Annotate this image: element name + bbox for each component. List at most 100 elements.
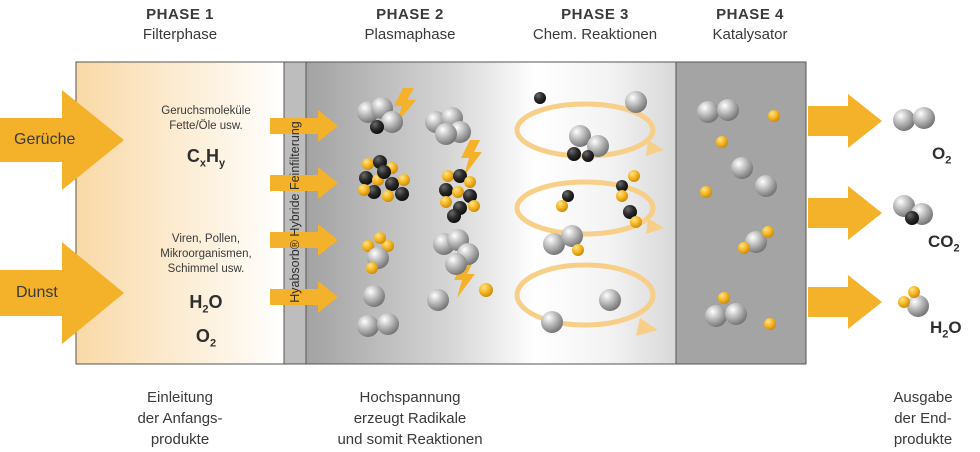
atom xyxy=(582,150,594,162)
caption-output-line-2: der End- xyxy=(894,410,952,427)
atom xyxy=(705,305,727,327)
bio-text-line-2: Mikroorganismen, xyxy=(160,248,252,260)
atom xyxy=(725,303,747,325)
atom xyxy=(543,233,565,255)
atom xyxy=(382,240,394,252)
o2-formula: O2 xyxy=(195,326,217,350)
atom xyxy=(427,289,449,311)
atom xyxy=(697,101,719,123)
caption-output-line-3: produkte xyxy=(893,431,953,448)
atom xyxy=(907,295,929,317)
swirl-arrowheads xyxy=(636,140,664,336)
filter-label: Hyabsorb® Hybride Feinfilterung xyxy=(288,121,302,303)
odor-text-line-2: Fette/Öle usw. xyxy=(169,120,243,132)
phase-3-subtitle: Chem. Reaktionen xyxy=(532,26,658,43)
phase-2-subtitle: Plasmaphase xyxy=(364,26,456,43)
haze-input-arrow xyxy=(0,242,124,344)
phase-1-chamber xyxy=(76,62,284,364)
caption-plasma-line-3: und somit Reaktionen xyxy=(337,431,483,448)
output-arrow-co2 xyxy=(808,186,882,240)
atom xyxy=(357,315,379,337)
caption-plasma: Hochspannung erzeugt Radikale und somit … xyxy=(310,387,510,450)
atom xyxy=(616,190,628,202)
flow-arrow xyxy=(270,224,338,256)
atom xyxy=(453,169,467,183)
atom xyxy=(623,205,637,219)
atom xyxy=(468,200,480,212)
cxhy-formula: CxHy xyxy=(186,146,226,170)
caption-output: Ausgabe der End- produkte xyxy=(870,387,976,450)
odors-label: Gerüche xyxy=(14,131,76,148)
atom xyxy=(398,174,410,186)
output-o2: O2 xyxy=(932,144,952,167)
atom xyxy=(435,123,457,145)
atom xyxy=(377,165,391,179)
caption-input-line-1: Einleitung xyxy=(147,389,213,406)
atom xyxy=(625,91,647,113)
output-arrow-h2o xyxy=(808,275,882,329)
atom xyxy=(479,283,493,297)
atom xyxy=(464,176,476,188)
atom xyxy=(700,186,712,198)
phase-4-title: PHASE 4 xyxy=(716,6,784,23)
atom xyxy=(358,184,370,196)
odor-text-line-1: Geruchsmoleküle xyxy=(161,105,251,117)
flow-arrow xyxy=(270,110,338,142)
atom xyxy=(367,185,381,199)
chamber-border xyxy=(75,61,807,365)
h2o-formula: H2O xyxy=(189,292,223,316)
atom xyxy=(762,226,774,238)
atom xyxy=(362,158,374,170)
atom xyxy=(764,318,776,330)
atom xyxy=(363,285,385,307)
haze-label: Dunst xyxy=(16,284,58,301)
phase-2-heading: PHASE 2 Plasmaphase xyxy=(330,6,490,43)
atom xyxy=(377,313,399,335)
output-h2o: H2O xyxy=(930,318,962,341)
caption-input-line-2: der Anfangs- xyxy=(137,410,223,427)
atom xyxy=(908,286,920,298)
output-co2: CO2 xyxy=(928,232,960,255)
atom xyxy=(366,262,378,274)
atom xyxy=(359,171,373,185)
atom xyxy=(541,311,563,333)
atom xyxy=(768,110,780,122)
atom xyxy=(385,177,399,191)
atom xyxy=(534,92,546,104)
bio-text: Viren, Pollen, Mikroorganismen, Schimmel… xyxy=(132,232,280,277)
phase-4-subtitle: Katalysator xyxy=(712,26,788,43)
atom xyxy=(755,175,777,197)
caption-input: Einleitung der Anfangs- produkte xyxy=(100,387,260,450)
atom xyxy=(439,183,453,197)
atom xyxy=(370,120,384,134)
atom xyxy=(572,244,584,256)
atom xyxy=(381,111,403,133)
atom xyxy=(445,253,467,275)
atom xyxy=(718,292,730,304)
atom xyxy=(447,209,461,223)
atom xyxy=(731,157,753,179)
flow-arrow xyxy=(270,281,338,313)
flow-arrow xyxy=(270,167,338,199)
phase-3-title: PHASE 3 xyxy=(561,6,629,23)
atom xyxy=(463,189,477,203)
filter-strip xyxy=(284,62,306,364)
atom xyxy=(362,240,374,252)
atom xyxy=(442,170,454,182)
bio-text-line-3: Schimmel usw. xyxy=(167,263,245,275)
atom xyxy=(599,289,621,311)
atom xyxy=(630,216,642,228)
atom xyxy=(616,180,628,192)
phase-1-heading: PHASE 1 Filterphase xyxy=(100,6,260,43)
atom xyxy=(717,99,739,121)
atom xyxy=(913,107,935,129)
atom xyxy=(898,296,910,308)
atom xyxy=(374,232,386,244)
phase-4-heading: PHASE 4 Katalysator xyxy=(670,6,830,43)
bio-text-line-1: Viren, Pollen, xyxy=(171,233,241,245)
phase-3-heading: PHASE 3 Chem. Reaktionen xyxy=(500,6,690,43)
phase-1-title: PHASE 1 xyxy=(146,6,214,23)
odor-molecules-text: Geruchsmoleküle Fette/Öle usw. xyxy=(132,104,280,134)
atom xyxy=(569,125,591,147)
